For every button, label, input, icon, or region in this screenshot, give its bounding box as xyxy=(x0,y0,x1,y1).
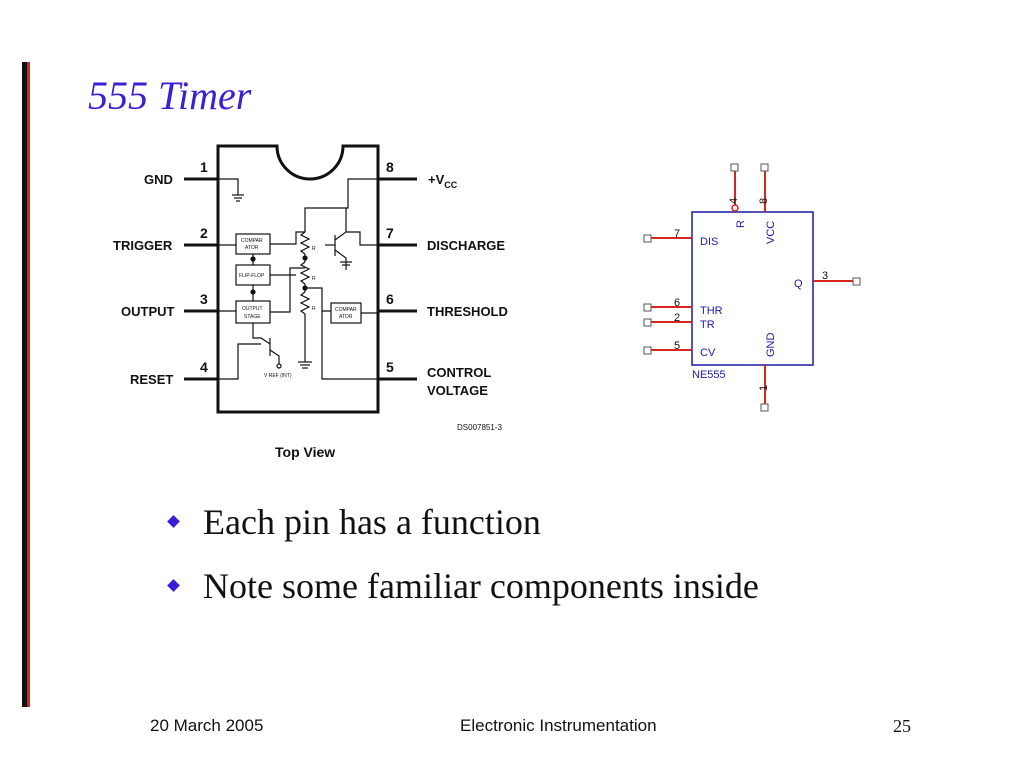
ic-block-labels: COMPAR ATOR FLIP-FLOP OUTPUT STAGE COMPA… xyxy=(239,238,357,379)
pin-label-vcc-sub: CC xyxy=(444,180,457,190)
ne555-body xyxy=(691,211,814,366)
pin-label-gnd: GND xyxy=(144,172,173,187)
comparator-top-label-1: COMPAR xyxy=(241,238,263,244)
pin-label-voltage: VOLTAGE xyxy=(427,383,488,398)
pin-label-trigger: TRIGGER xyxy=(113,238,173,253)
pin-label-threshold: THRESHOLD xyxy=(427,304,508,319)
ne555-label-thr: THR xyxy=(700,305,723,317)
pin-number-6: 6 xyxy=(386,291,394,307)
pin-number-3: 3 xyxy=(200,291,208,307)
pin-label-discharge: DISCHARGE xyxy=(427,238,505,253)
ne555-label-q: Q xyxy=(794,278,803,290)
bullet-text: Each pin has a function xyxy=(203,502,541,542)
doc-code: DS007851-3 xyxy=(457,423,502,432)
comparator-right-label-2: ATOR xyxy=(339,314,353,320)
pin-label-output: OUTPUT xyxy=(121,304,175,319)
bullet-text: Note some familiar components inside xyxy=(203,566,759,606)
bullet-item: Note some familiar components inside xyxy=(165,564,759,628)
pin-number-5: 5 xyxy=(386,359,394,375)
ne555-pin-number-6: 6 xyxy=(674,297,680,309)
left-accent-bar-black xyxy=(22,62,27,707)
ne555-label-cv: CV xyxy=(700,347,716,359)
ic-package-outline xyxy=(216,144,380,414)
ne555-label-gnd: GND xyxy=(765,333,777,358)
pin-number-7: 7 xyxy=(386,225,394,241)
reset-inversion-bubble xyxy=(731,204,739,212)
ne555-label-vcc: VCC xyxy=(765,221,777,244)
diamond-bullet-icon xyxy=(167,579,180,592)
ne555-label-tr: TR xyxy=(700,319,715,331)
slide-title: 555 Timer xyxy=(88,73,252,118)
ne555-pin-number-4: 4 xyxy=(728,198,740,204)
pin-label-vcc: +VCC xyxy=(428,172,458,190)
diamond-bullet-icon xyxy=(167,515,180,528)
bullet-item: Each pin has a function xyxy=(165,500,759,564)
top-view-caption: Top View xyxy=(275,444,335,460)
flip-flop-label: FLIP-FLOP xyxy=(239,273,265,279)
comparator-top-label-2: ATOR xyxy=(245,245,259,251)
resistor-label-3: R xyxy=(312,306,316,312)
comparator-top-block xyxy=(235,233,271,255)
pin-number-1: 1 xyxy=(200,159,208,175)
comparator-right-block xyxy=(330,302,362,324)
ne555-pin-number-7: 7 xyxy=(674,228,680,240)
ne555-label-r: R xyxy=(735,220,747,228)
ne555-terminals xyxy=(643,163,861,412)
comparator-right-label-1: COMPAR xyxy=(335,307,357,313)
bullet-list: Each pin has a function Note some famili… xyxy=(165,500,759,628)
ne555-pin-number-8: 8 xyxy=(758,198,770,204)
resistor-label-1: R xyxy=(312,246,316,252)
ne555-schematic: 4 8 7 3 6 2 5 1 R VCC DIS Q THR TR CV GN… xyxy=(643,163,861,412)
ne555-pin-number-2: 2 xyxy=(674,312,680,324)
ne555-pin-number-1: 1 xyxy=(758,385,770,391)
footer-date: 20 March 2005 xyxy=(150,716,264,735)
pin-label-reset: RESET xyxy=(130,372,173,387)
left-accent-bar-red xyxy=(27,62,30,707)
ne555-pin-number-3: 3 xyxy=(822,270,828,282)
footer-course-name: Electronic Instrumentation xyxy=(460,716,657,735)
ic-internal-circuit xyxy=(218,178,378,380)
ne555-leads xyxy=(651,171,853,404)
output-stage-label-1: OUTPUT xyxy=(242,306,263,312)
ne555-pin-number-5: 5 xyxy=(674,340,680,352)
pin-number-8: 8 xyxy=(386,159,394,175)
vref-label: V REF (INT) xyxy=(264,373,292,379)
ne555-label-dis: DIS xyxy=(700,236,718,248)
pin-label-control: CONTROL xyxy=(427,365,491,380)
footer-page-number: 25 xyxy=(893,716,911,736)
pin-number-2: 2 xyxy=(200,225,208,241)
ic-top-view-diagram: GND TRIGGER OUTPUT RESET 1 2 3 4 8 7 6 5… xyxy=(113,144,508,460)
resistor-label-2: R xyxy=(312,276,316,282)
ne555-part-name: NE555 xyxy=(692,369,726,381)
pin-number-4: 4 xyxy=(200,359,208,375)
pin-label-vcc-main: +V xyxy=(428,172,445,187)
output-stage-label-2: STAGE xyxy=(244,314,261,320)
